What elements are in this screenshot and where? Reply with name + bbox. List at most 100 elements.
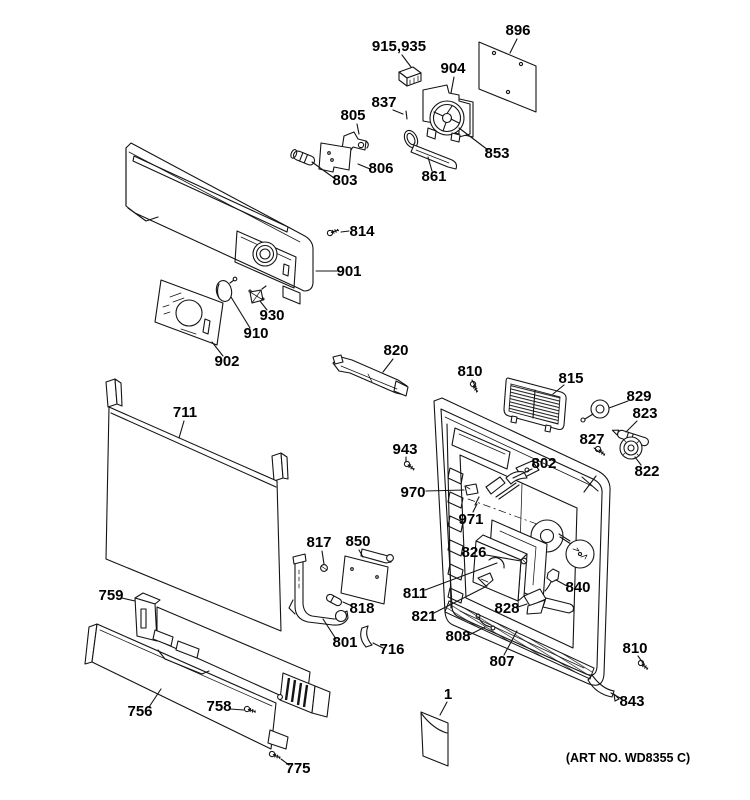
label-837: 837 <box>371 94 396 111</box>
label-1: 1 <box>444 686 452 703</box>
leader-823 <box>625 420 638 433</box>
part-820-bracket-drawing <box>332 354 409 397</box>
leader-840 <box>555 579 568 587</box>
leader-lines <box>121 38 644 766</box>
label-805: 805 <box>340 107 365 124</box>
leader-827 <box>593 447 600 453</box>
label-820: 820 <box>383 342 408 359</box>
part-910-knob-drawing <box>215 276 238 302</box>
label-759: 759 <box>98 587 123 604</box>
leader-822 <box>634 456 642 466</box>
leader-821 <box>433 585 488 614</box>
label-711: 711 <box>173 404 197 421</box>
label-775: 775 <box>285 760 310 777</box>
label-827: 827 <box>579 431 604 448</box>
part-861-duct-drawing <box>403 129 458 170</box>
label-826: 826 <box>461 544 486 561</box>
part-970-clip-drawing <box>464 483 480 506</box>
label-758: 758 <box>206 698 231 715</box>
part-756-access-panel-drawing <box>84 623 289 750</box>
label-803: 803 <box>332 172 357 189</box>
leader-756 <box>148 688 162 708</box>
part-840-grommet-drawing <box>544 568 560 592</box>
leader-902 <box>211 341 224 357</box>
leader-811 <box>424 562 498 591</box>
part-711-front-panel-drawing <box>105 378 289 632</box>
label-910: 910 <box>243 325 268 342</box>
part-818-spacer-drawing <box>325 593 343 607</box>
leader-814 <box>340 230 350 233</box>
part-810-top-screw <box>468 379 481 394</box>
label-801: 801 <box>332 634 357 651</box>
part-775-screw <box>267 749 282 761</box>
leader-806 <box>357 163 371 170</box>
leader-970 <box>425 489 465 492</box>
leader-758 <box>229 708 245 711</box>
label-806: 806 <box>368 160 393 177</box>
part-850-plate-drawing <box>340 548 394 605</box>
label-815: 815 <box>558 370 583 387</box>
leader-808 <box>468 626 486 636</box>
part-801-hinge-arm-drawing <box>288 553 349 626</box>
part-829-knob-drawing <box>580 399 610 423</box>
label-716: 716 <box>379 641 404 658</box>
leader-815 <box>552 384 565 395</box>
art-number-caption: (ART NO. WD8355 C) <box>566 751 690 765</box>
leader-853 <box>458 127 489 151</box>
leader-711 <box>178 420 185 439</box>
label-821: 821 <box>411 608 436 625</box>
label-808: 808 <box>445 628 470 645</box>
label-823: 823 <box>632 405 657 422</box>
label-843: 843 <box>619 693 644 710</box>
part-810-bottom-screw <box>636 658 650 672</box>
part-817-nut-drawing <box>320 564 328 572</box>
label-930: 930 <box>259 307 284 324</box>
label-904: 904 <box>440 60 466 77</box>
part-837-pin-drawing <box>405 110 408 120</box>
label-756: 756 <box>127 703 152 720</box>
part-828-latch-handle-drawing <box>523 588 575 615</box>
label-818: 818 <box>349 600 374 617</box>
part-759-bracket-drawing <box>134 592 331 718</box>
leader-915-935 <box>401 54 412 68</box>
leader-803 <box>311 161 335 179</box>
leader-971 <box>472 503 478 513</box>
leader-807 <box>503 630 518 656</box>
label-943: 943 <box>392 441 417 458</box>
leader-904 <box>450 76 455 94</box>
label-822: 822 <box>634 463 659 480</box>
part-930-switch-drawing <box>248 285 267 304</box>
leader-843 <box>610 692 623 700</box>
leader-1 <box>439 701 448 716</box>
label-829: 829 <box>626 388 651 405</box>
part-821-clip-drawing <box>477 572 494 587</box>
part-915-935-insulator-drawing <box>398 66 422 87</box>
leader-817 <box>321 550 325 565</box>
leader-775 <box>280 758 290 766</box>
leader-801 <box>322 618 337 640</box>
label-828: 828 <box>494 600 519 617</box>
leader-826 <box>485 554 522 562</box>
leader-810-top <box>471 379 477 388</box>
part-901-escutcheon-drawing <box>125 142 314 305</box>
label-970: 970 <box>400 484 425 501</box>
part-896-plate-drawing <box>478 41 537 113</box>
leader-896 <box>509 38 518 54</box>
leader-837 <box>392 109 404 115</box>
label-902: 902 <box>214 353 239 370</box>
label-840: 840 <box>565 579 590 596</box>
label-810-bottom: 810 <box>622 640 647 657</box>
label-810-top: 810 <box>457 363 482 380</box>
leader-930 <box>259 300 268 311</box>
leader-759 <box>121 597 136 602</box>
part-822-timer-knob-drawing <box>619 436 643 460</box>
leader-829 <box>608 400 629 409</box>
part-815-vent-drawing <box>503 377 567 433</box>
leader-910 <box>230 296 251 329</box>
part-1-parts-bag-drawing <box>420 711 449 767</box>
leader-828 <box>517 603 528 608</box>
leader-810-bottom <box>637 655 644 664</box>
label-850: 850 <box>345 533 370 550</box>
